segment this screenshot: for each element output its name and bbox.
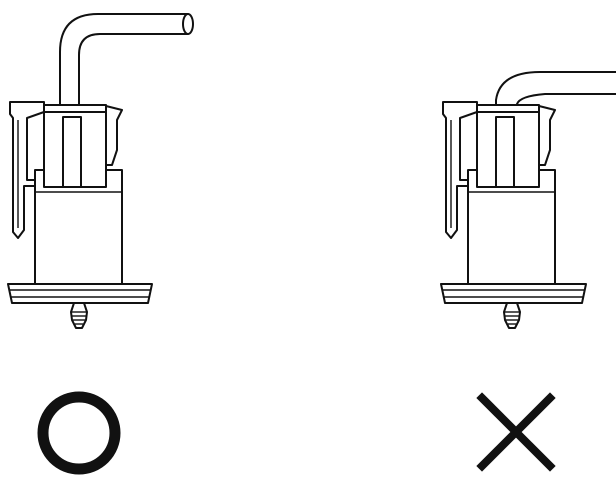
cable [59, 13, 194, 106]
plug-housing [476, 104, 540, 188]
panel-plate [440, 283, 587, 304]
cable [495, 71, 616, 106]
latch-left [9, 101, 45, 239]
circle-icon [37, 391, 121, 475]
header-housing [467, 169, 556, 285]
terminal-pin [503, 302, 521, 329]
cross-icon [476, 392, 556, 472]
terminal-pin [70, 302, 88, 329]
correct-installation [7, 13, 194, 329]
panel-plate [7, 283, 153, 304]
latch-left [442, 101, 478, 239]
latch-right [538, 105, 556, 166]
incorrect-installation [440, 71, 616, 329]
plug-housing [43, 104, 107, 188]
latch-right [105, 105, 123, 166]
header-housing [34, 169, 123, 285]
